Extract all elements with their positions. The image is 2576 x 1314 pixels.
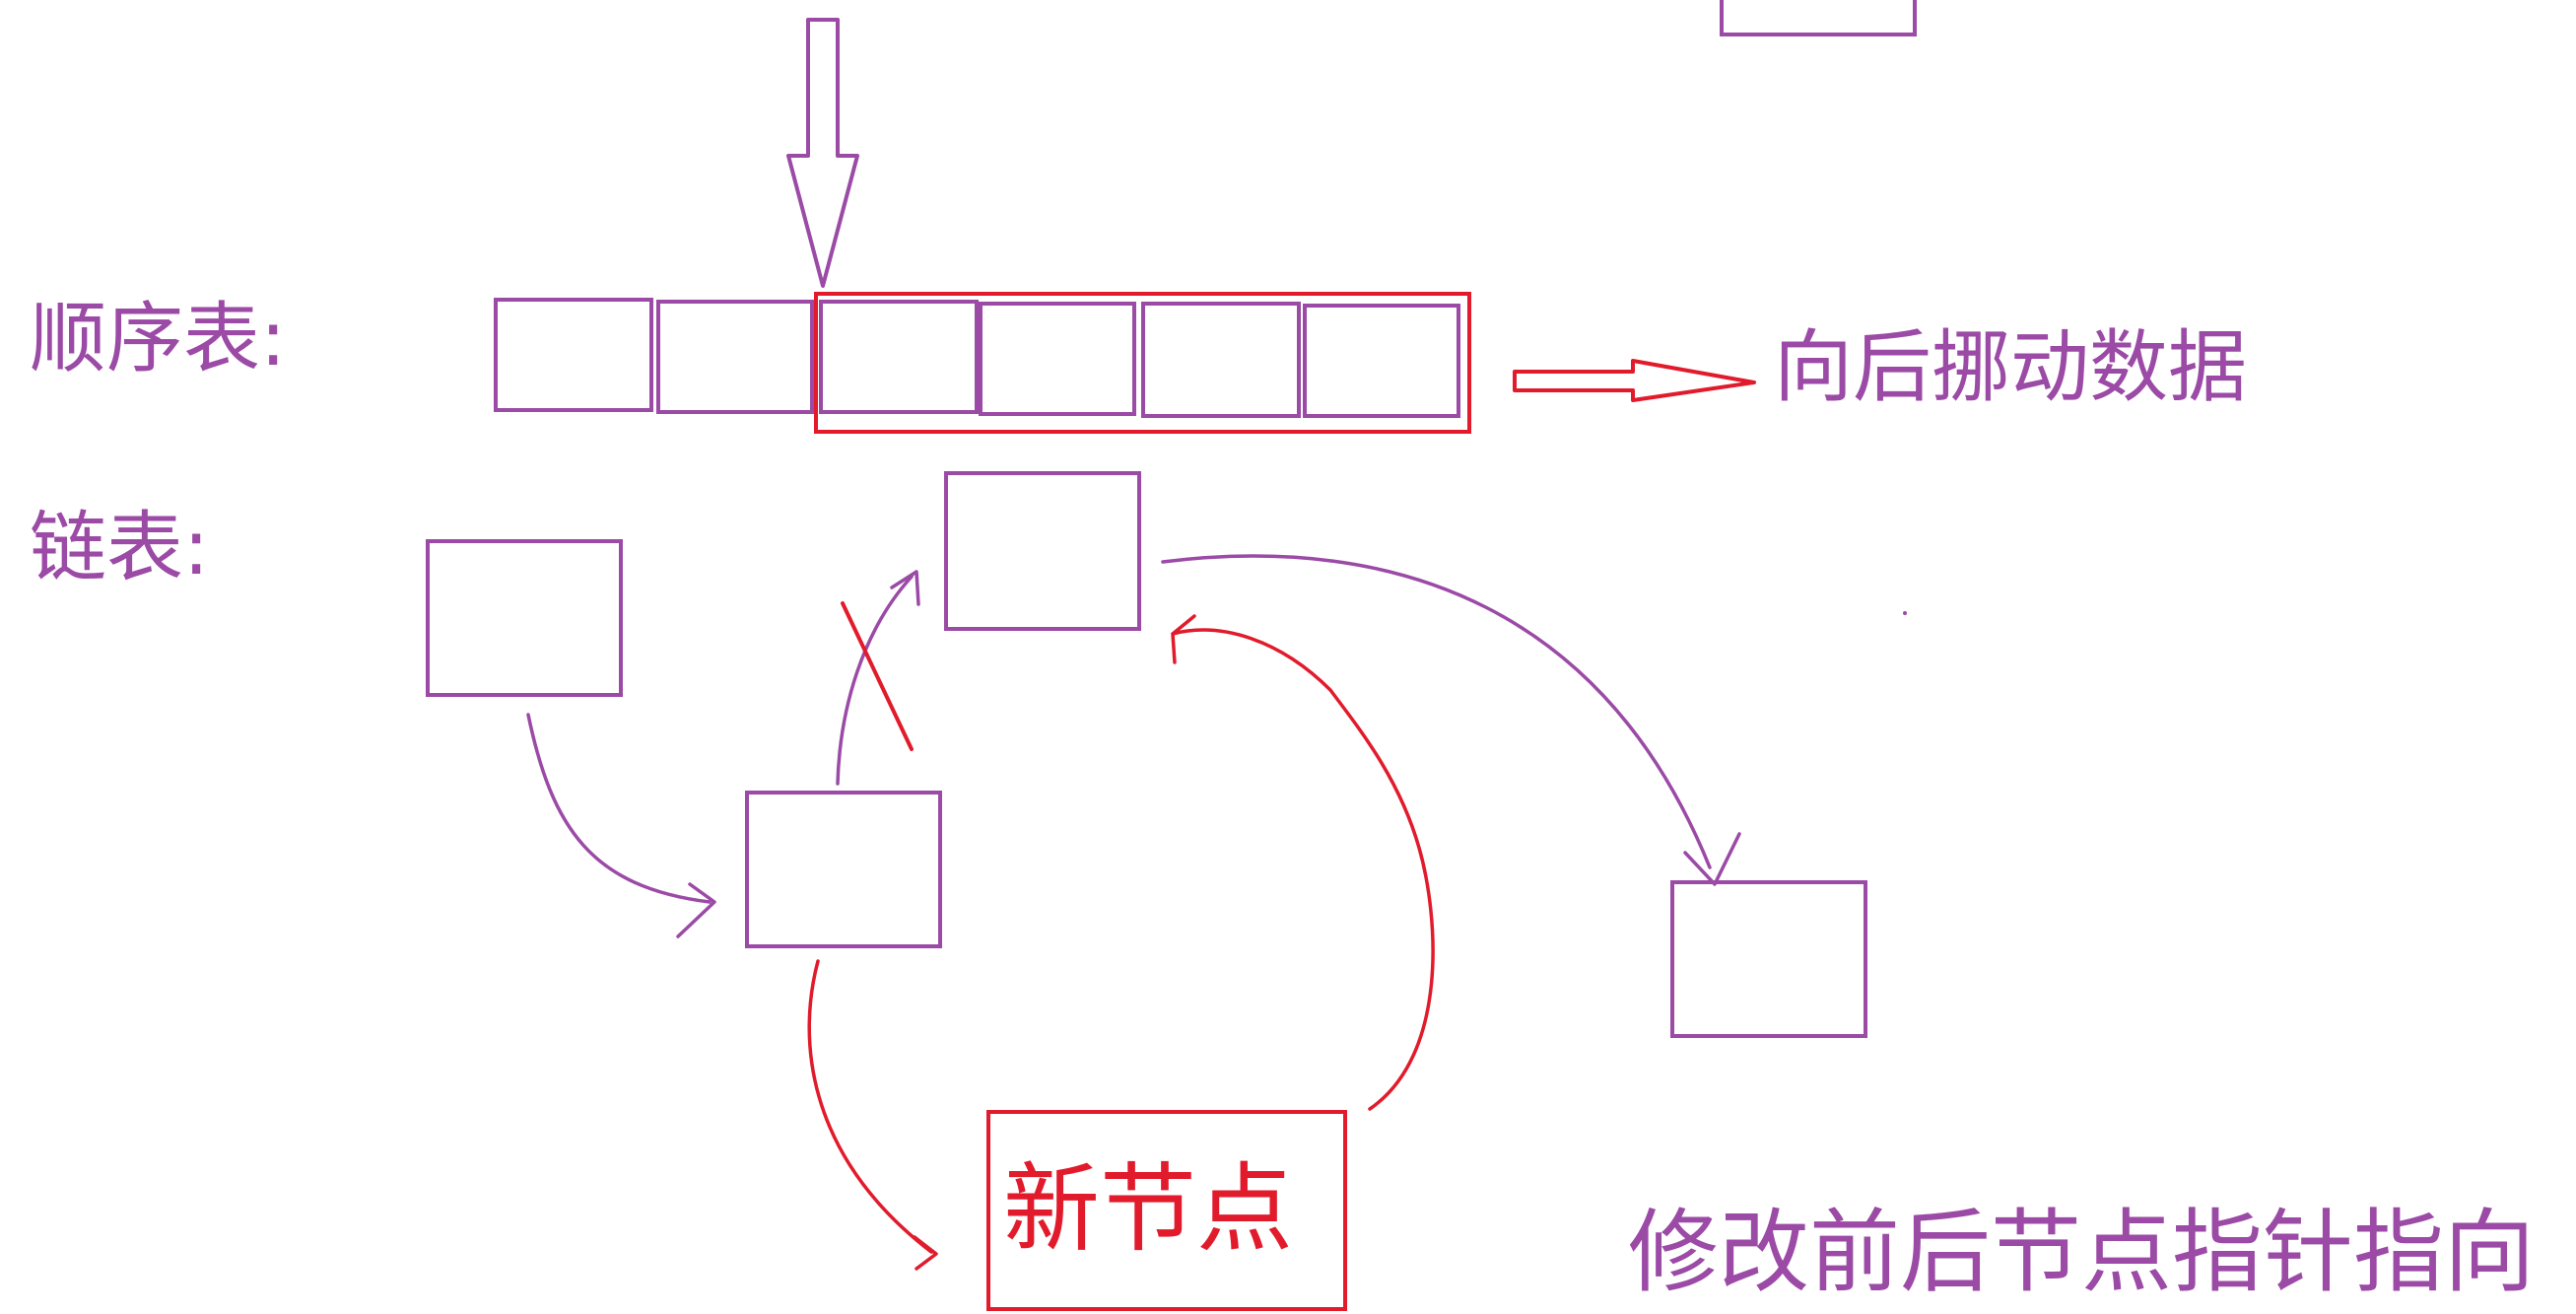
array-cell bbox=[494, 298, 653, 412]
array-cell bbox=[1141, 302, 1301, 418]
list-node-1 bbox=[426, 539, 623, 697]
moved-elements-highlight bbox=[814, 292, 1471, 434]
insert-position-arrow bbox=[786, 18, 859, 288]
array-cell bbox=[979, 302, 1136, 416]
list-node-4 bbox=[1670, 880, 1867, 1038]
pointer-node2-to-new-node bbox=[807, 959, 938, 1271]
array-cell bbox=[656, 300, 814, 414]
list-node-2 bbox=[745, 791, 942, 948]
linked-list-nodes bbox=[426, 471, 1867, 1038]
linked-list-label: 链表: bbox=[30, 504, 209, 592]
move-data-back-label: 向后挪动数据 bbox=[1774, 321, 2247, 413]
pointer-node1-to-node2 bbox=[526, 713, 716, 938]
new-node-box bbox=[986, 1110, 1347, 1311]
pointer-node3-to-node4 bbox=[1161, 554, 1741, 886]
array-cell bbox=[1303, 304, 1460, 418]
cancel-mark bbox=[841, 601, 914, 751]
move-right-arrow bbox=[1513, 359, 1756, 402]
pointer-node2-to-node3-removed bbox=[836, 570, 920, 786]
top-partial-box bbox=[1720, 0, 1917, 36]
modify-pointers-label: 修改前后节点指针指向 bbox=[1628, 1200, 2535, 1305]
list-node-3 bbox=[944, 471, 1141, 631]
array-cell bbox=[819, 300, 979, 414]
new-node-label: 新节点 bbox=[1003, 1153, 1293, 1266]
stray-dot bbox=[1903, 611, 1907, 615]
sequence-list-label: 顺序表: bbox=[30, 295, 286, 383]
pointer-new-node-to-node3 bbox=[1171, 614, 1435, 1111]
sequence-array bbox=[494, 298, 1460, 418]
